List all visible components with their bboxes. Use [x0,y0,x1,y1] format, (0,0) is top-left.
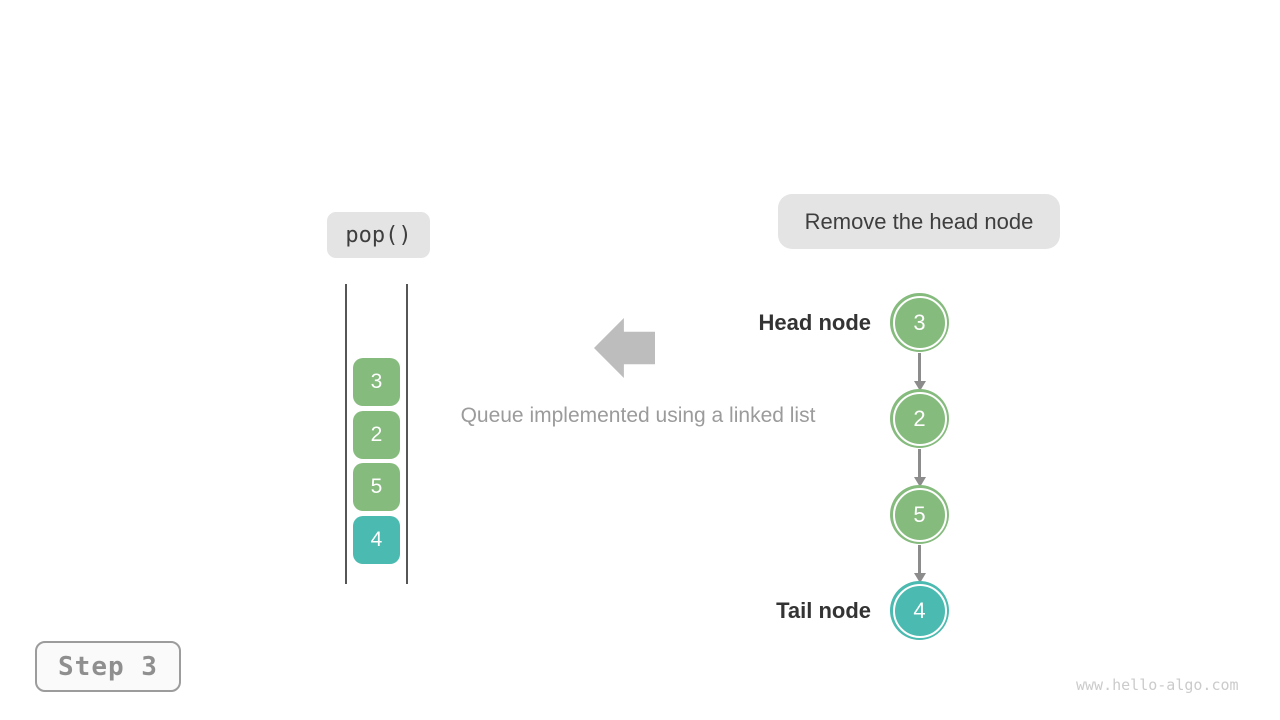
step-indicator: Step 3 [35,641,181,692]
list-node-value: 2 [913,405,926,431]
list-node: 2 [890,389,949,448]
tail-node-label: Tail node [776,598,871,623]
list-node-value: 5 [913,501,926,527]
arrow-down-connector [913,449,926,487]
list-node-value: 4 [913,597,926,623]
head-node-label: Head node [758,310,871,335]
connector-arrowhead-icon [913,477,926,487]
queue-item: 2 [353,411,400,459]
annotation-text: Remove the head node [804,208,1034,234]
queue-item: 3 [353,358,400,406]
queue-item: 5 [353,463,400,511]
pop-operation-text: pop() [345,222,412,248]
connector-arrowhead-icon [913,381,926,391]
queue-container-rails [345,284,408,584]
arrow-down-connector [913,545,926,583]
connector-shaft [918,353,921,381]
connector-shaft [918,449,921,477]
step-indicator-text: Step 3 [58,651,158,682]
list-node: 5 [890,485,949,544]
pop-operation-label: pop() [327,212,430,258]
connector-arrowhead-icon [913,573,926,583]
arrow-down-connector [913,353,926,391]
connector-shaft [918,545,921,573]
list-node: 4 [890,581,949,640]
list-node-value: 3 [913,309,926,335]
annotation-label: Remove the head node [778,194,1060,249]
queue-item: 4 [353,516,400,564]
watermark-text: www.hello-algo.com [1076,676,1239,694]
diagram-caption: Queue implemented using a linked list [460,404,816,427]
left-arrow-icon [594,318,655,378]
list-node: 3 [890,293,949,352]
